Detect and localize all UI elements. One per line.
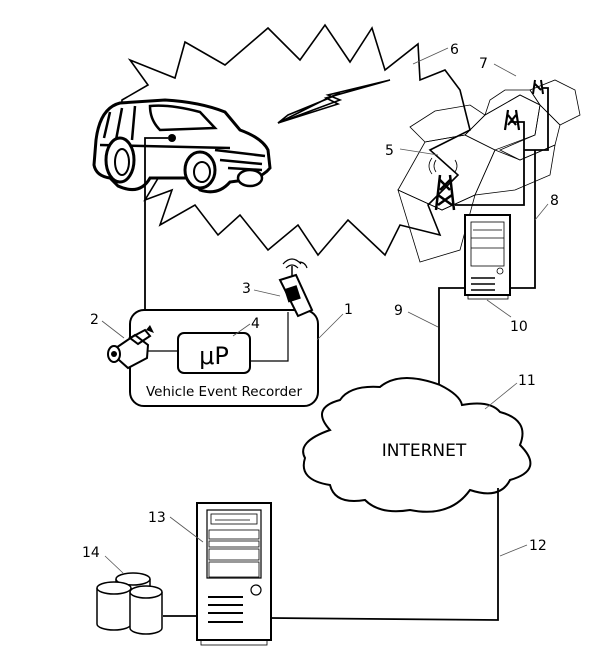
ref-8: 8 (550, 193, 559, 209)
cell-network (397, 79, 581, 263)
ref-9: 9 (394, 303, 403, 319)
link-internet-server (270, 488, 499, 621)
gateway-server-icon (464, 214, 511, 300)
tower-backhaul-line (455, 87, 549, 206)
mobile-phone-icon (278, 258, 314, 318)
database-icon (96, 572, 163, 635)
link-server-internet (438, 287, 465, 385)
link-processor-phone (250, 312, 289, 362)
internet-label: INTERNET (382, 441, 467, 461)
processor-box (177, 332, 251, 374)
ref-2: 2 (90, 312, 99, 328)
data-server-icon (196, 502, 272, 646)
wireless-burst (119, 23, 471, 257)
ref-12: 12 (529, 538, 547, 554)
cell-tower-icon (428, 79, 544, 211)
internet-cloud (302, 376, 532, 513)
ref-11: 11 (518, 373, 536, 389)
ref-6: 6 (450, 42, 459, 58)
ref-13: 13 (148, 510, 166, 526)
link-towers-server (510, 150, 536, 289)
ref-10: 10 (510, 319, 528, 335)
recorder-label: Vehicle Event Recorder (146, 384, 302, 400)
ref-3: 3 (242, 281, 251, 297)
ref-14: 14 (82, 545, 100, 561)
ref-4: 4 (251, 316, 260, 332)
ref-1: 1 (344, 302, 353, 318)
camera-icon (107, 325, 154, 370)
vehicle-icon (92, 98, 272, 194)
vehicle-sensor-point (168, 134, 176, 142)
lightning-bolt-icon-outline (277, 79, 391, 124)
ref-7: 7 (479, 56, 488, 72)
reference-labels: 6 7 5 8 9 10 11 1 3 4 2 12 13 14 (82, 42, 559, 574)
ref-5: 5 (385, 143, 394, 159)
processor-label: μP (199, 342, 229, 370)
